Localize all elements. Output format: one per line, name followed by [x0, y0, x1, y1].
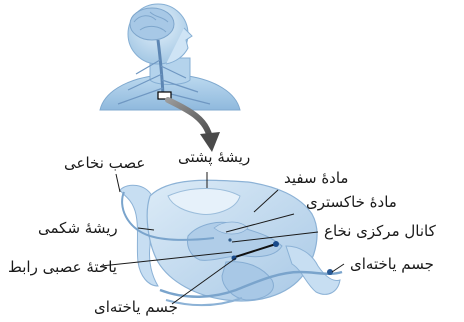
leader-cell-body-right: [332, 264, 344, 272]
leader-spinal-nerve: [116, 174, 120, 192]
label-cell-body-bottom: جسم یاخته‌ای: [94, 298, 178, 316]
label-spinal-nerve: عصب نخاعی: [64, 154, 145, 172]
label-dorsal-root: ریشهٔ پشتی: [178, 148, 250, 166]
label-cell-body-right: جسم یاخته‌ای: [350, 255, 434, 273]
label-white-matter: مادهٔ سفید: [284, 169, 348, 187]
label-central-canal: کانال مرکزی نخاع: [324, 222, 436, 240]
label-interneuron: یاختهٔ عصبی رابط: [8, 258, 117, 276]
label-ventral-root: ریشهٔ شکمی: [38, 219, 118, 237]
label-gray-matter: مادهٔ خاکستری: [306, 193, 397, 211]
human-figure: [100, 4, 240, 110]
